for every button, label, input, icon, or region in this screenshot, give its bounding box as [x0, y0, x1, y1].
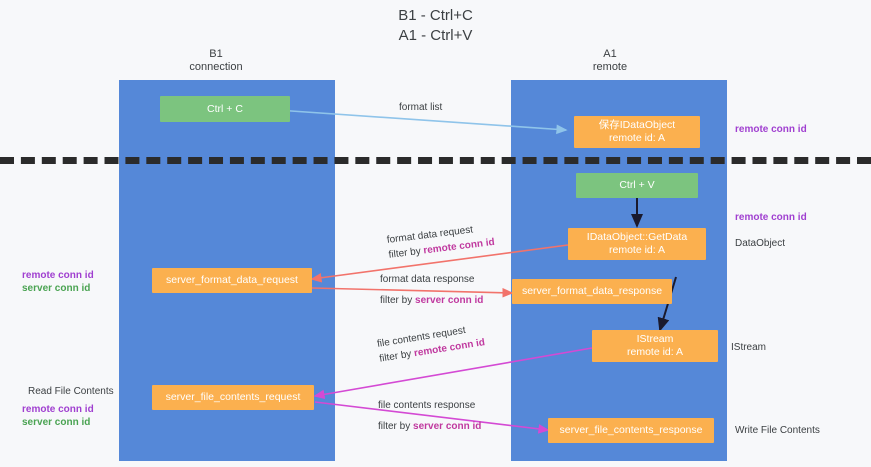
node-istream[interactable]: IStream remote id: A: [592, 330, 718, 362]
node-istream-remote-id: remote id: A: [626, 346, 684, 358]
node-ctrl-v-label: Ctrl + V: [619, 179, 655, 191]
annotation-right-write-file-contents: Write File Contents: [735, 425, 820, 436]
node-server-file-contents-request[interactable]: server_file_contents_request: [152, 385, 314, 410]
filter-prefix: filter by: [380, 295, 416, 306]
node-server-format-data-request[interactable]: server_format_data_request: [152, 268, 312, 293]
edge-label-file-contents-response-filter: filter by server conn id: [378, 419, 481, 434]
edge-label-file-contents-response: file contents response filter by server …: [378, 398, 481, 434]
node-ctrl-v[interactable]: Ctrl + V: [576, 173, 698, 198]
annotation-right-dataobject: DataObject: [735, 238, 786, 249]
node-server-format-data-response-label: server_format_data_response: [521, 285, 663, 297]
column-header-a1: A1 remote: [510, 48, 710, 74]
filter-prefix: filter by: [378, 421, 414, 432]
node-server-file-contents-response[interactable]: server_file_contents_response: [548, 418, 714, 443]
annotation-left-server-conn-id-2: server conn id: [22, 417, 91, 428]
annotation-right-istream: IStream: [731, 342, 767, 353]
annotation-left-remote-conn-id-2: remote conn id: [22, 404, 94, 415]
column-header-a1-name: A1: [603, 48, 617, 60]
node-saved-idataobject-title: 保存IDataObject: [598, 119, 676, 131]
edge-label-format-data-response: format data response filter by server co…: [380, 272, 483, 308]
annotation-left-read-file-contents: Read File Contents: [28, 386, 114, 397]
filter-prefix: filter by: [378, 348, 415, 365]
edge-label-file-contents-response-text: file contents response: [378, 400, 476, 411]
node-server-file-contents-request-label: server_file_contents_request: [165, 391, 301, 403]
title-line-2: A1 - Ctrl+V: [398, 27, 473, 44]
node-server-format-data-request-label: server_format_data_request: [166, 274, 298, 286]
node-saved-idataobject[interactable]: 保存IDataObject remote id: A: [574, 116, 700, 148]
edge-label-format-list-text: format list: [399, 102, 443, 113]
node-saved-idataobject-remote-id: remote id: A: [608, 132, 666, 144]
column-header-b1-name: B1: [209, 48, 223, 60]
annotation-right-remote-conn-id-mid: remote conn id: [735, 212, 807, 223]
node-ctrl-c-label: Ctrl + C: [207, 102, 243, 115]
column-header-b1-sub: connection: [189, 61, 243, 73]
filter-key-server-conn-id: server conn id: [413, 421, 482, 432]
node-ctrl-c[interactable]: Ctrl + C: [160, 96, 290, 122]
annotation-left-remote-conn-id: remote conn id: [22, 270, 94, 281]
phase-divider: [0, 157, 871, 164]
column-header-b1: B1 connection: [116, 48, 316, 74]
edge-label-format-list: format list: [399, 100, 442, 115]
node-idataobject-getdata-title: IDataObject::GetData: [586, 231, 688, 243]
node-idataobject-getdata-remote-id: remote id: A: [608, 244, 666, 256]
edge-label-format-data-response-text: format data response: [380, 274, 475, 285]
node-server-file-contents-response-label: server_file_contents_response: [559, 424, 703, 436]
node-istream-title: IStream: [636, 333, 674, 345]
edge-label-format-data-response-filter: filter by server conn id: [380, 293, 483, 308]
filter-key-server-conn-id: server conn id: [415, 295, 484, 306]
page-title: B1 - Ctrl+C A1 - Ctrl+V: [0, 6, 871, 46]
edge-label-format-data-request: format data request filter by remote con…: [386, 220, 496, 263]
annotation-left-server-conn-id: server conn id: [22, 283, 91, 294]
column-header-a1-sub: remote: [592, 61, 628, 73]
edge-label-file-contents-request: file contents request filter by remote c…: [376, 320, 486, 366]
title-line-1: B1 - Ctrl+C: [398, 7, 473, 24]
node-idataobject-getdata[interactable]: IDataObject::GetData remote id: A: [568, 228, 706, 260]
node-server-format-data-response[interactable]: server_format_data_response: [512, 279, 672, 304]
filter-prefix: filter by: [388, 245, 425, 261]
annotation-right-remote-conn-id-top: remote conn id: [735, 124, 807, 135]
